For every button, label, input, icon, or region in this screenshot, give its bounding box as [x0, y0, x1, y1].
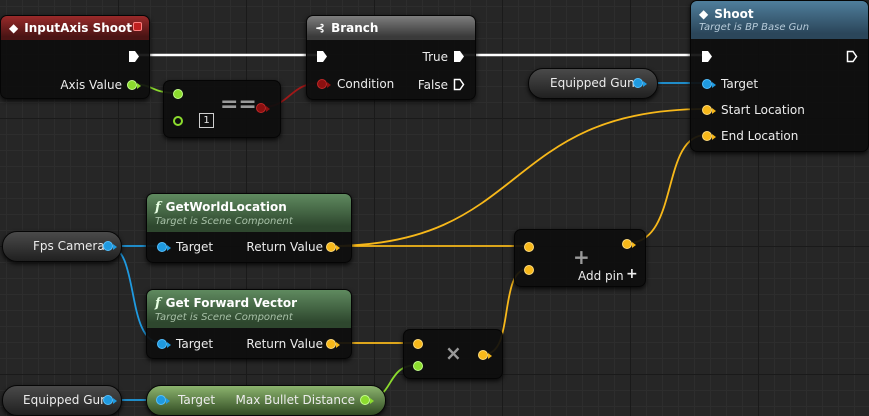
shoot-title: Shoot — [714, 7, 754, 21]
get-forward-vector-return-label: Return Value — [246, 337, 323, 351]
multiply-node[interactable]: × — [403, 329, 503, 379]
get-world-location-header[interactable]: f GetWorldLocation Target is Scene Compon… — [147, 194, 351, 232]
stop-square-icon — [133, 22, 142, 31]
multiply-output-pin[interactable] — [478, 350, 492, 360]
equipped-gun-variable-bottom[interactable]: Equipped Gun — [2, 385, 122, 416]
shoot-start-location-label: Start Location — [721, 103, 805, 117]
get-world-location-return-pin[interactable] — [326, 242, 340, 252]
get-world-location-target-pin[interactable] — [157, 242, 171, 252]
get-world-location-return-label: Return Value — [246, 240, 323, 254]
input-axis-title: InputAxis Shoot — [24, 21, 132, 35]
branch-false-label: False — [417, 78, 448, 92]
exec-arrow-outline-icon — [846, 50, 858, 63]
exec-arrow-icon — [129, 51, 139, 62]
equals-node[interactable]: 1 == — [163, 80, 281, 138]
max-bullet-distance-target-pin[interactable] — [156, 395, 170, 405]
branch-title: Branch — [331, 21, 379, 35]
shoot-exec-input-pin[interactable] — [701, 50, 713, 63]
shoot-start-location-pin[interactable] — [702, 105, 716, 115]
input-axis-node[interactable]: ◆ InputAxis Shoot Axis Value — [0, 15, 150, 99]
function-f-icon: f — [155, 295, 161, 311]
add-symbol: + — [573, 245, 590, 269]
max-bullet-distance-target-label: Target — [178, 393, 216, 407]
exec-arrow-icon — [317, 51, 327, 62]
max-bullet-distance-node[interactable]: Target Max Bullet Distance — [146, 385, 386, 416]
exec-arrow-icon — [702, 51, 712, 62]
shoot-subtitle: Target is BP Base Gun — [699, 22, 810, 33]
branch-condition-pin[interactable] — [317, 79, 331, 89]
equipped-gun-label-bottom: Equipped Gun — [23, 393, 108, 407]
multiply-symbol: × — [445, 341, 462, 365]
exec-output-pin[interactable] — [128, 50, 140, 63]
axis-value-label: Axis Value — [60, 78, 122, 92]
plus-icon[interactable]: + — [626, 266, 638, 282]
get-world-location-target-label: Target — [176, 240, 214, 254]
shoot-node[interactable]: ◆ Shoot Target is BP Base Gun Target Star… — [690, 0, 869, 152]
branch-header[interactable]: ⊰ Branch — [307, 16, 475, 40]
multiply-input-b-pin[interactable] — [413, 361, 423, 371]
get-world-location-title: GetWorldLocation — [165, 199, 287, 214]
add-input-a-pin[interactable] — [524, 242, 534, 252]
add-node[interactable]: + Add pin + — [514, 229, 646, 287]
equipped-gun-label-top: Equipped Gun — [550, 76, 635, 90]
add-input-b-pin[interactable] — [524, 265, 534, 275]
add-output-pin[interactable] — [622, 239, 636, 249]
equals-input-a-pin[interactable] — [173, 89, 183, 99]
get-forward-vector-return-pin[interactable] — [326, 339, 340, 349]
get-forward-vector-target-pin[interactable] — [157, 339, 171, 349]
get-forward-vector-header[interactable]: f Get Forward Vector Target is Scene Comp… — [147, 290, 351, 328]
function-diamond-icon: ◆ — [699, 7, 709, 21]
equals-literal-input[interactable]: 1 — [199, 113, 214, 128]
fps-camera-label: Fps Camera — [33, 239, 105, 253]
get-world-location-subtitle: Target is Scene Component — [155, 215, 293, 227]
function-f-icon: f — [155, 199, 161, 215]
branch-condition-label: Condition — [337, 77, 395, 91]
axis-value-pin[interactable] — [127, 80, 141, 90]
exec-arrow-icon — [454, 51, 464, 62]
max-bullet-distance-label: Max Bullet Distance — [235, 393, 355, 407]
branch-true-pin[interactable] — [453, 50, 465, 63]
equipped-gun-variable-top[interactable]: Equipped Gun — [528, 68, 658, 99]
branch-false-pin[interactable] — [453, 78, 465, 91]
max-bullet-distance-output-pin[interactable] — [360, 395, 374, 405]
shoot-end-location-label: End Location — [721, 129, 799, 143]
get-world-location-node[interactable]: f GetWorldLocation Target is Scene Compon… — [146, 193, 352, 263]
equals-output-pin[interactable] — [256, 103, 270, 113]
equals-symbol: == — [220, 92, 257, 117]
get-forward-vector-subtitle: Target is Scene Component — [155, 311, 293, 323]
fps-camera-variable[interactable]: Fps Camera — [2, 231, 122, 262]
shoot-end-location-pin[interactable] — [702, 131, 716, 141]
equipped-gun-output-pin-top[interactable] — [633, 78, 647, 88]
input-axis-header[interactable]: ◆ InputAxis Shoot — [1, 16, 149, 40]
shoot-target-pin[interactable] — [702, 79, 716, 89]
get-forward-vector-node[interactable]: f Get Forward Vector Target is Scene Comp… — [146, 289, 352, 359]
fps-camera-output-pin[interactable] — [103, 241, 117, 251]
shoot-header[interactable]: ◆ Shoot Target is BP Base Gun — [691, 1, 868, 39]
vector-wire-location-to-start — [329, 108, 707, 247]
get-forward-vector-title: Get Forward Vector — [165, 295, 298, 310]
branch-icon: ⊰ — [315, 21, 326, 35]
shoot-exec-output-pin[interactable] — [846, 50, 858, 63]
add-pin-button[interactable]: Add pin — [578, 269, 624, 283]
get-forward-vector-target-label: Target — [176, 337, 214, 351]
branch-node[interactable]: ⊰ Branch True Condition False — [306, 15, 476, 100]
event-diamond-icon: ◆ — [9, 21, 19, 35]
equals-input-b-pin[interactable] — [173, 116, 183, 126]
equipped-gun-output-pin-bottom[interactable] — [103, 395, 117, 405]
exec-arrow-outline-icon — [453, 78, 465, 91]
branch-true-label: True — [422, 50, 449, 64]
multiply-input-a-pin[interactable] — [413, 339, 423, 349]
branch-exec-input-pin[interactable] — [316, 50, 328, 63]
shoot-target-label: Target — [721, 77, 759, 91]
